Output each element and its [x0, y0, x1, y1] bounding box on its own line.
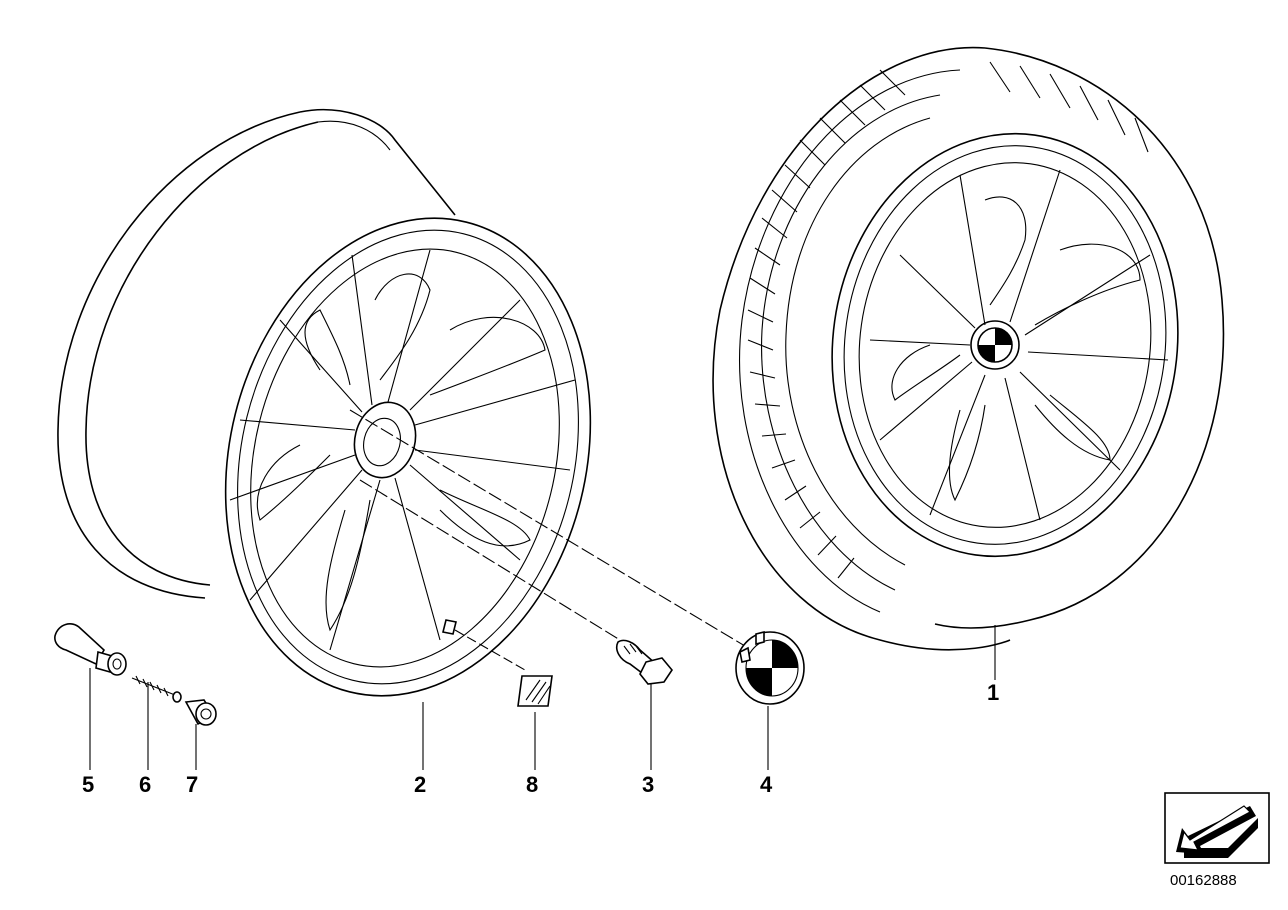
callout-7: 7 — [186, 772, 198, 797]
leader-lines — [89, 625, 996, 770]
wheel-tire-drawing — [712, 46, 1225, 651]
direction-arrow-icon — [1176, 805, 1258, 858]
document-id: 00162888 — [1170, 872, 1237, 889]
callout-3: 3 — [642, 772, 654, 797]
callout-2: 2 — [414, 772, 426, 797]
direction-arrow-box — [1164, 792, 1270, 864]
callout-6: 6 — [139, 772, 151, 797]
callout-1: 1 — [987, 680, 999, 705]
valve-drawing — [54, 623, 217, 726]
callout-5: 5 — [82, 772, 94, 797]
hub-cap-drawing — [735, 630, 805, 705]
rim-drawing — [57, 108, 761, 697]
label-drawing — [517, 675, 553, 707]
bolt-drawing — [615, 639, 673, 685]
callout-8: 8 — [526, 772, 538, 797]
callout-4: 4 — [760, 772, 773, 797]
